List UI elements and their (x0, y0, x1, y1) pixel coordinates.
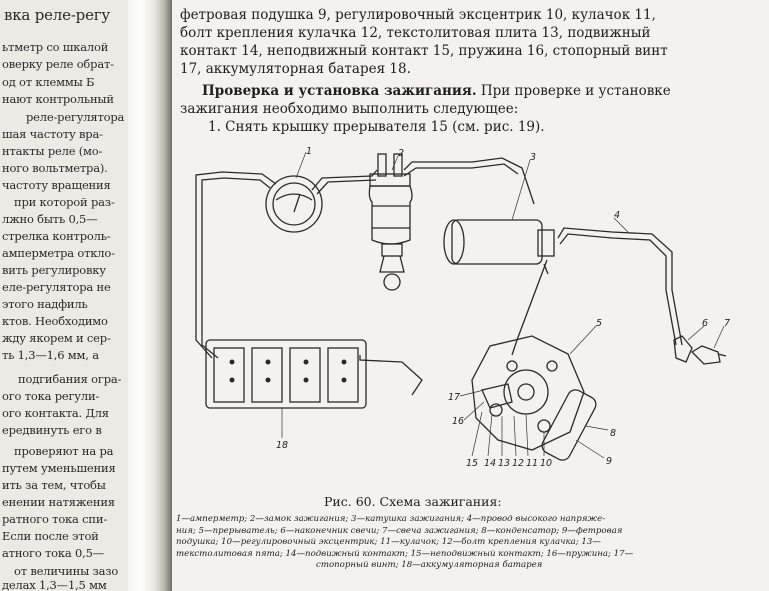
paragraph-line: фетровая подушка 9, регулировочный эксце… (180, 7, 656, 23)
ammeter-body (265, 175, 323, 233)
wire-ammeter-switch (311, 169, 378, 191)
spark-plug (690, 345, 721, 365)
left-line: путем уменьшения (2, 461, 116, 475)
callout-18: 18 (276, 440, 288, 451)
left-line: Если после этой (2, 529, 99, 543)
section-heading-block: Проверка и установка зажигания. При пров… (202, 82, 742, 100)
left-line: енении натяжения (2, 495, 115, 509)
left-line: нтакты реле (мо- (2, 144, 103, 158)
left-line: делах 1,3—1,5 мм (2, 578, 107, 591)
left-heading: вка реле-регу (4, 6, 111, 24)
callout-13: 13 (498, 458, 510, 469)
left-line: подгибания огра- (18, 372, 122, 386)
heading-rest: При проверке и установке (476, 83, 671, 99)
paragraph-line: 17, аккумуляторная батарея 18. (180, 61, 411, 77)
left-line: при которой раз- (14, 195, 115, 209)
wire-battery-ground (359, 355, 423, 396)
callout-15: 15 (466, 458, 478, 469)
callout-7: 7 (724, 318, 730, 329)
breaker-cam (503, 369, 549, 415)
high-voltage-wire (557, 227, 683, 346)
heading-line-2: зажигания необходимо выполнить следующее… (180, 101, 519, 117)
legend-line: текстолитовая пята; 14—подвижный контакт… (176, 548, 634, 559)
left-line: стрелка контроль- (2, 229, 111, 243)
callout-6: 6 (702, 318, 708, 329)
left-page: вка реле-регу ьтметр со шкалой оверку ре… (0, 0, 128, 591)
paragraph-line: контакт 14, неподвижный контакт 15, пруж… (180, 43, 668, 59)
left-line: оверку реле обрат- (2, 57, 114, 71)
left-line: ть 1,3—1,6 мм, а (2, 348, 99, 362)
left-line: от величины зазо (14, 564, 119, 578)
left-line: еле-регулятора не (2, 280, 111, 294)
left-line: жду якорем и сер- (2, 331, 111, 345)
left-line: ого контакта. Для (2, 406, 109, 420)
left-line: шая частоту вра- (2, 127, 103, 141)
callout-1: 1 (306, 146, 312, 157)
left-line: этого надфиль (2, 297, 88, 311)
step-1: 1. Снять крышку прерывателя 15 (см. рис.… (208, 119, 545, 135)
figure-caption: Рис. 60. Схема зажигания: (324, 494, 502, 509)
left-line: ить за тем, чтобы (2, 478, 106, 492)
spark-plug-cap (673, 335, 693, 363)
left-line: од от клеммы Б (2, 75, 95, 89)
battery-case (205, 339, 367, 409)
left-line: нают контрольный (2, 92, 114, 106)
legend-line: подушка; 10—регулировочный эксцентрик; 1… (176, 537, 601, 547)
callout-11: 11 (526, 458, 538, 469)
left-line: лжно быть 0,5— (2, 212, 98, 226)
intro-paragraph: фетровая подушка 9, регулировочный эксце… (180, 6, 740, 78)
condenser (541, 389, 597, 461)
callout-9: 9 (606, 456, 612, 467)
left-line: ного вольтметра). (2, 161, 108, 175)
section-heading: Проверка и установка зажигания. (202, 83, 477, 99)
callout-4: 4 (614, 210, 620, 221)
left-line: ктов. Необходимо (2, 314, 108, 328)
breaker-plate (471, 335, 585, 451)
step-block: 1. Снять крышку прерывателя 15 (см. рис.… (208, 118, 768, 136)
callout-2: 2 (398, 148, 404, 159)
callout-3: 3 (530, 152, 536, 163)
callout-10: 10 (540, 458, 552, 469)
callout-14: 14 (484, 458, 496, 469)
left-line: ьтметр со шкалой (2, 40, 109, 54)
left-line: вить регулировку (2, 263, 106, 277)
right-page: фетровая подушка 9, регулировочный эксце… (172, 0, 769, 591)
left-line: проверяют на ра (14, 444, 114, 458)
left-line: ого тока регули- (2, 389, 100, 403)
wire-switch-coil (403, 157, 535, 205)
legend-line: стопорный винт; 18—аккумуляторная батаре… (316, 560, 543, 570)
left-line: ратного тока спи- (2, 512, 108, 526)
left-line: ередвинуть его в (2, 423, 102, 437)
callout-12: 12 (512, 458, 524, 469)
callout-16: 16 (452, 416, 464, 427)
left-line: частоту вращения (2, 178, 111, 192)
callout-17: 17 (448, 392, 460, 403)
ignition-switch-body (368, 185, 413, 245)
legend-line: ния; 5—прерыватель; 6—наконечник свечи; … (176, 525, 623, 536)
callout-8: 8 (610, 428, 616, 439)
heading-line: Проверка и установка зажигания. При пров… (202, 82, 742, 100)
figure-legend: 1—амперметр; 2—замок зажигания; 3—катушк… (176, 514, 762, 572)
paragraph-line: болт крепления кулачка 12, текстолитовая… (180, 25, 651, 41)
callout-5: 5 (596, 318, 602, 329)
heading-line-2-block: зажигания необходимо выполнить следующее… (180, 100, 740, 118)
left-line: амперметра откло- (2, 246, 115, 260)
wire-coil-breaker (511, 259, 548, 356)
ignition-diagram: 1 2 3 4 5 6 7 8 9 10 11 12 13 14 15 16 1… (195, 146, 730, 469)
ignition-key (383, 273, 401, 291)
left-line: атного тока 0,5— (2, 546, 104, 560)
book-gutter (128, 0, 172, 591)
left-line: реле-регулятора (26, 110, 125, 124)
legend-line: 1—амперметр; 2—замок зажигания; 3—катушк… (176, 514, 606, 524)
wire-battery-ammeter (195, 171, 277, 359)
ignition-coil (451, 219, 543, 265)
